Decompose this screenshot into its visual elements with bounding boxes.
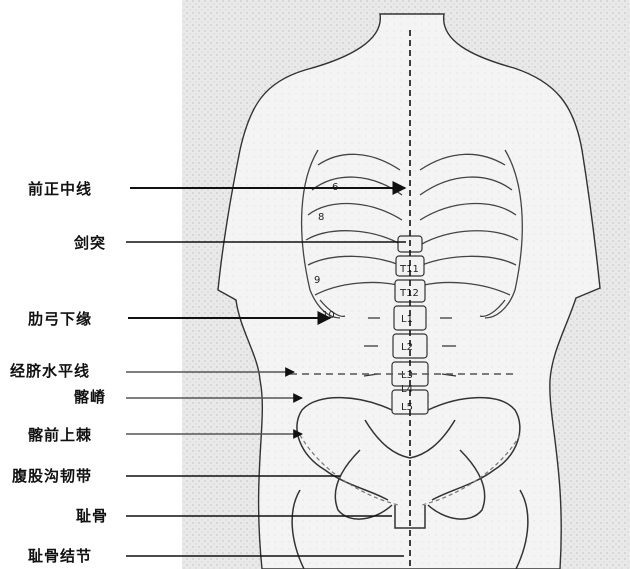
- label-inguinal-ligament: 腹股沟韧带: [12, 465, 92, 486]
- svg-text:T11: T11: [399, 264, 419, 275]
- svg-text:T12: T12: [399, 288, 419, 299]
- label-pubis: 耻骨: [76, 505, 108, 526]
- svg-text:10: 10: [322, 310, 335, 321]
- label-iliac-crest: 髂嵴: [74, 386, 106, 407]
- svg-text:L3: L3: [401, 370, 413, 381]
- svg-text:9: 9: [314, 275, 320, 286]
- svg-text:L5: L5: [401, 402, 413, 413]
- label-anterior-median-line: 前正中线: [28, 178, 92, 199]
- label-asis: 髂前上棘: [28, 424, 92, 445]
- label-pubic-tubercle: 耻骨结节: [28, 545, 92, 566]
- label-transumbilical-line: 经脐水平线: [10, 360, 90, 381]
- svg-text:L1: L1: [401, 314, 413, 325]
- label-xiphoid: 剑突: [74, 232, 106, 253]
- svg-text:8: 8: [318, 212, 324, 223]
- svg-text:L4: L4: [401, 384, 413, 395]
- label-costal-margin: 肋弓下缘: [28, 308, 92, 329]
- svg-text:L2: L2: [401, 342, 413, 353]
